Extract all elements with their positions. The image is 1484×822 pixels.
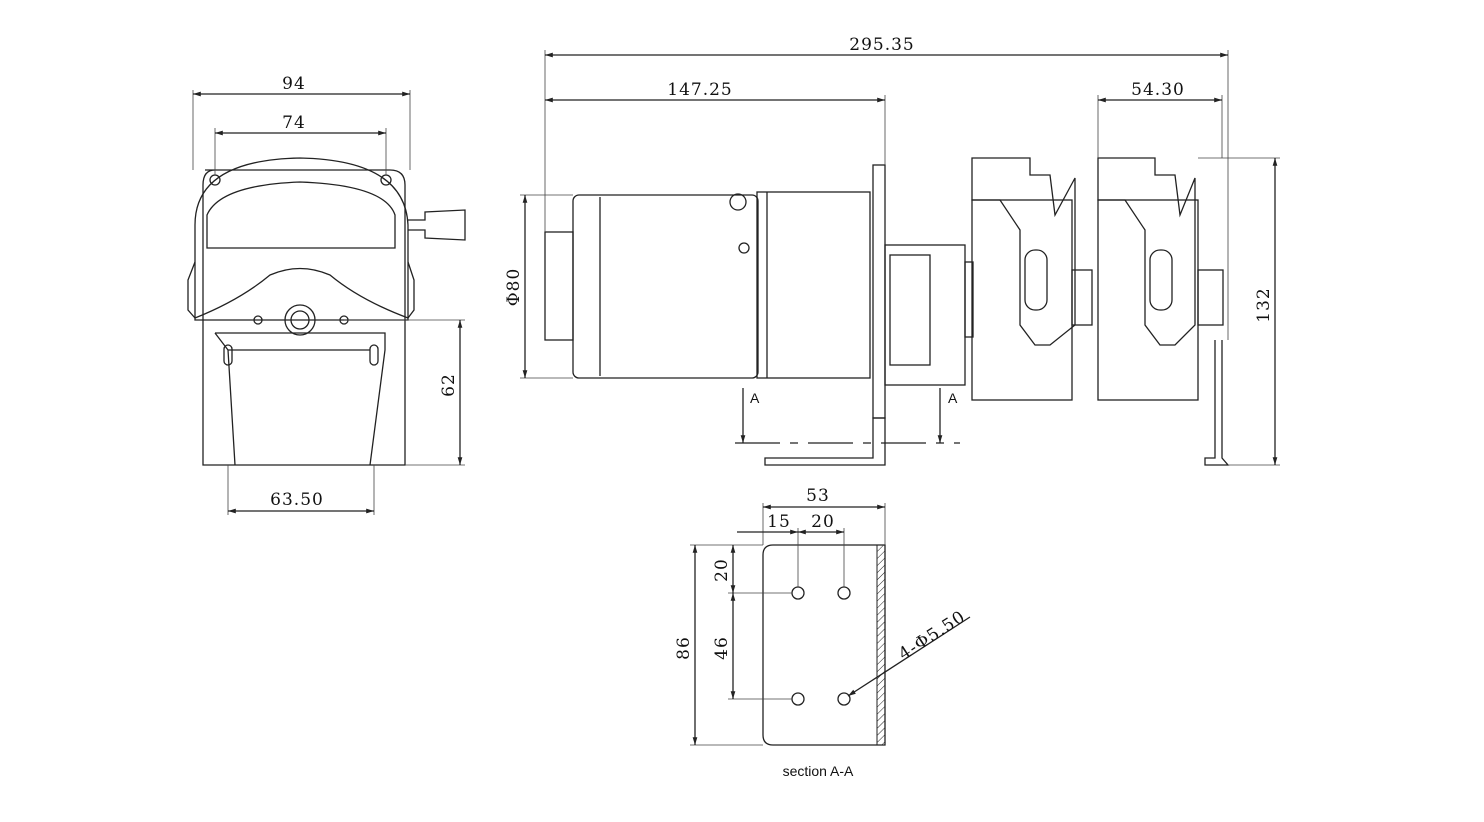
hole-callout: 4-Φ5.50 <box>895 607 969 665</box>
dim-offset-y: 20 <box>712 558 732 582</box>
dim-width: 53 <box>806 486 830 506</box>
dim-length-motor: 147.25 <box>667 80 732 100</box>
dim-offset-x: 15 <box>767 512 791 532</box>
front-view: 94 74 62 63.50 <box>187 74 466 515</box>
dim-width-base: 63.50 <box>270 490 324 510</box>
dim-height: 132 <box>1254 287 1274 322</box>
section-mark-left: A <box>750 390 760 406</box>
section-mark-right: A <box>948 390 958 406</box>
dim-length-head: 54.30 <box>1131 80 1185 100</box>
section-view: 53 15 20 86 20 46 4-Φ5.50 section A-A <box>674 486 971 779</box>
dim-width-overall: 94 <box>282 74 306 94</box>
dim-length-overall: 295.35 <box>849 35 914 55</box>
dim-width-inner: 74 <box>282 113 306 133</box>
section-caption: section A-A <box>783 763 854 779</box>
dim-height: 62 <box>439 373 459 397</box>
dim-height: 86 <box>674 636 694 660</box>
side-view: 295.35 147.25 54.30 Φ80 132 A A <box>504 35 1280 466</box>
dim-spacing-x: 20 <box>811 512 835 532</box>
dim-spacing-y: 46 <box>712 636 732 660</box>
dim-motor-diameter: Φ80 <box>504 268 524 307</box>
